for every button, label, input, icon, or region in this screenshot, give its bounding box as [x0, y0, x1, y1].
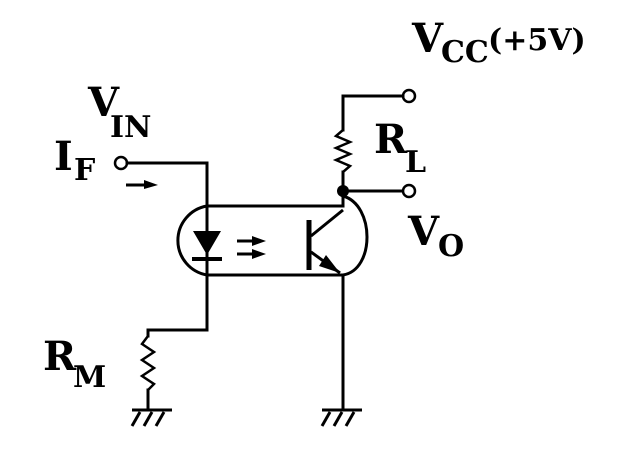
- vo-label-sub: O: [438, 229, 464, 264]
- vcc-terminal: [401, 88, 417, 104]
- rl-label-main: R: [374, 116, 408, 163]
- vcc-label-main: V: [411, 15, 444, 62]
- light-emission-arrows-icon: [237, 236, 266, 259]
- if-label-sub: F: [74, 153, 95, 188]
- if-label-main: I: [54, 133, 73, 180]
- vin-label: V IN: [87, 79, 151, 145]
- vin-label-main: V: [87, 79, 120, 126]
- rm-wire: [146, 328, 209, 338]
- package-right-arc: [341, 194, 369, 277]
- vo-label: V O: [407, 208, 464, 264]
- rl-resistor: [332, 129, 354, 173]
- ground-icon: [130, 408, 172, 427]
- rl-label-sub: L: [405, 145, 426, 180]
- led-icon: [192, 205, 222, 330]
- if-input-terminal: [113, 155, 129, 171]
- vo-terminal: [401, 183, 417, 199]
- rm-resistor: [139, 335, 157, 391]
- phototransistor-icon: [306, 208, 344, 275]
- vin-label-sub: IN: [110, 110, 151, 145]
- current-arrow-icon: [126, 180, 158, 189]
- rm-label: R M: [43, 333, 106, 395]
- vcc-label-sub: CC: [441, 35, 489, 70]
- vcc-label: V CC (+5V): [411, 15, 586, 70]
- if-label: I F: [54, 133, 95, 188]
- rm-label-main: R: [43, 333, 77, 380]
- input-wire: [125, 161, 209, 207]
- package-left-arc: [176, 204, 209, 277]
- vcc-voltage-note: (+5V): [488, 23, 586, 58]
- rm-label-sub: M: [73, 360, 106, 395]
- rl-label: R L: [374, 116, 426, 180]
- optocoupler-package: [176, 194, 369, 277]
- vcc-wire: [341, 94, 405, 132]
- vo-label-main: V: [407, 208, 440, 255]
- ground-icon: [320, 408, 362, 427]
